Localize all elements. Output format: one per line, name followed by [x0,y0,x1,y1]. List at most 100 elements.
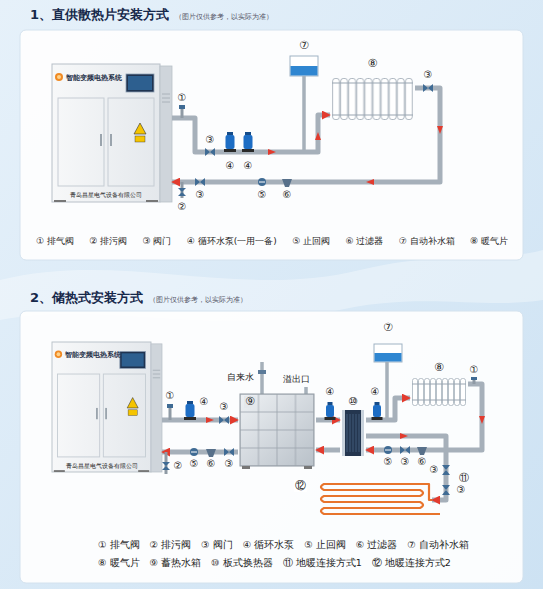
legend-item: ⑫ 地暖连接方式2 [372,558,451,569]
air-vent-valve [471,377,477,384]
label-row: ① 排气阀② 排污阀③ 阀门④ 循环水泵⑤ 止回阀⑥ 过滤器⑦ 自动补水箱 [98,540,469,551]
pipe-label: 自来水 [227,373,254,382]
callout-number: ⑥ [207,459,216,469]
node-title: ⑨ [244,396,256,408]
node-title: ⑫ [294,480,307,492]
legend-item: ⑧ 暖气片 [470,236,508,246]
legend-item: ① 排气阀 [98,540,140,551]
plate-heat-exchanger-drawing [342,410,364,456]
node-title: ⑦ [299,40,309,52]
make-up-pipe [302,76,306,152]
section-title: 1、直供散热片安装方式 [30,8,169,23]
legend-item: ⑪ 地暖连接方式1 [283,558,362,569]
water-pipe [316,418,340,423]
legend-item: ③ 阀门 [201,540,233,551]
water-pipe [172,88,440,182]
gate-valve [195,178,205,186]
callout-number: ③ [206,135,215,145]
section-note: （图片仅供参考，以实际为准） [175,13,273,21]
legend-item: ② 排污阀 [89,236,127,246]
callout-number: ③ [424,70,433,80]
overflow-pipe [304,387,308,394]
flow-arrow [400,433,408,439]
callout-number: ⑥ [283,190,292,200]
node-title: 智能变频电热系统 [65,352,121,359]
legend-item: ④ 循环水泵(一用一备) [187,236,277,246]
tap-valve [258,370,266,374]
storage-tank: ⑨ [238,392,316,468]
y-filter [417,447,427,455]
callout-number: ① [470,365,479,375]
legend-item: ③ 阀门 [143,236,172,246]
node-title: ⑧ [368,58,378,70]
legend-item: ⑧ 暖气片 [98,558,140,569]
legend-item: ② 排污阀 [150,540,192,551]
node-title: ⑧ [434,362,444,374]
node-title: ⑩ [348,396,358,408]
tap-water-pipe [260,362,264,394]
water-pipe [366,436,446,500]
legend-item: ⑦ 自动补水箱 [407,540,469,551]
section-note: （图片仅供参考，以实际为准） [149,296,247,304]
callout-number: ⑤ [190,459,199,469]
drain-valve [162,452,170,474]
callout-number: ⑥ [418,457,427,467]
radiator-drawing [332,78,413,120]
callout-number: ⑪ [459,473,469,483]
node-title: 智能变频电热系统 [66,75,122,83]
circulation-pump [325,402,336,420]
flow-arrow [268,149,276,155]
circulation-pump [224,132,236,152]
callout-number: ① [166,391,175,401]
section-title: 2、储热式安装方式 [30,291,143,306]
callout-number: ⑤ [258,190,267,200]
gate-valve [219,416,229,424]
callout-number: ③ [401,457,410,467]
gate-valve [400,446,410,454]
y-filter [206,449,216,457]
radiator: ⑧ [410,362,468,408]
boiler-cabinet: 智能变频电热系统青岛昌星电气设备有限公司 [52,64,172,202]
flow-arrow [206,417,214,423]
label-row: 1、直供散热片安装方式 （图片仅供参考，以实际为准） [30,8,273,23]
callout-number: ① [178,93,187,103]
callout-number: ② [178,202,187,212]
legend-item: ① 排气阀 [36,236,74,246]
callout-number: ③ [457,485,466,495]
water-tank-drawing [374,344,402,362]
legend-item: ⑦ 自动补水箱 [399,236,455,246]
legend-item: ⑩ 板式换热器 [211,558,273,569]
circulation-pump [184,401,196,420]
label-row: 2、储热式安装方式 （图片仅供参考，以实际为准） [30,291,247,306]
gate-valve [224,448,234,456]
radiator-drawing [412,378,466,406]
boiler-drawing [52,342,162,472]
gate-valve [423,84,433,92]
water-tank: ⑦ [372,322,404,364]
node-subtitle: 青岛昌星电气设备有限公司 [66,463,138,469]
circulation-pump [372,402,383,420]
plate-heat-exchanger: ⑩ [340,396,366,458]
legend-item: ④ 循环水泵 [243,540,295,551]
callout-number: ③ [220,402,229,412]
y-filter [282,179,292,187]
flow-arrow [315,132,321,140]
callout-number: ④ [200,397,209,407]
callout-number: ④ [244,161,253,171]
panel [20,30,523,260]
radiator: ⑧ [330,58,415,122]
make-up-pipe [385,362,389,420]
water-pipe [172,115,330,152]
gate-valve [442,485,450,495]
water-tank: ⑦ [288,40,320,78]
label-row: ⑧ 暖气片 ⑨ 蓄热水箱 ⑩ 板式换热器 ⑪ 地暖连接方式1 ⑫ 地暖连接方式2 [98,558,451,569]
water-pipe [316,448,340,453]
boiler-drawing [52,64,172,202]
flow-arrow [366,179,374,185]
water-pipe [366,384,482,450]
legend-item: ⑨ 蓄热水箱 [150,558,202,569]
label-row: ① 排气阀② 排污阀③ 阀门④ 循环水泵(一用一备)⑤ 止回阀⑥ 过滤器⑦ 自动… [36,236,508,246]
gate-valve [205,148,215,156]
circulation-pump [242,132,254,152]
